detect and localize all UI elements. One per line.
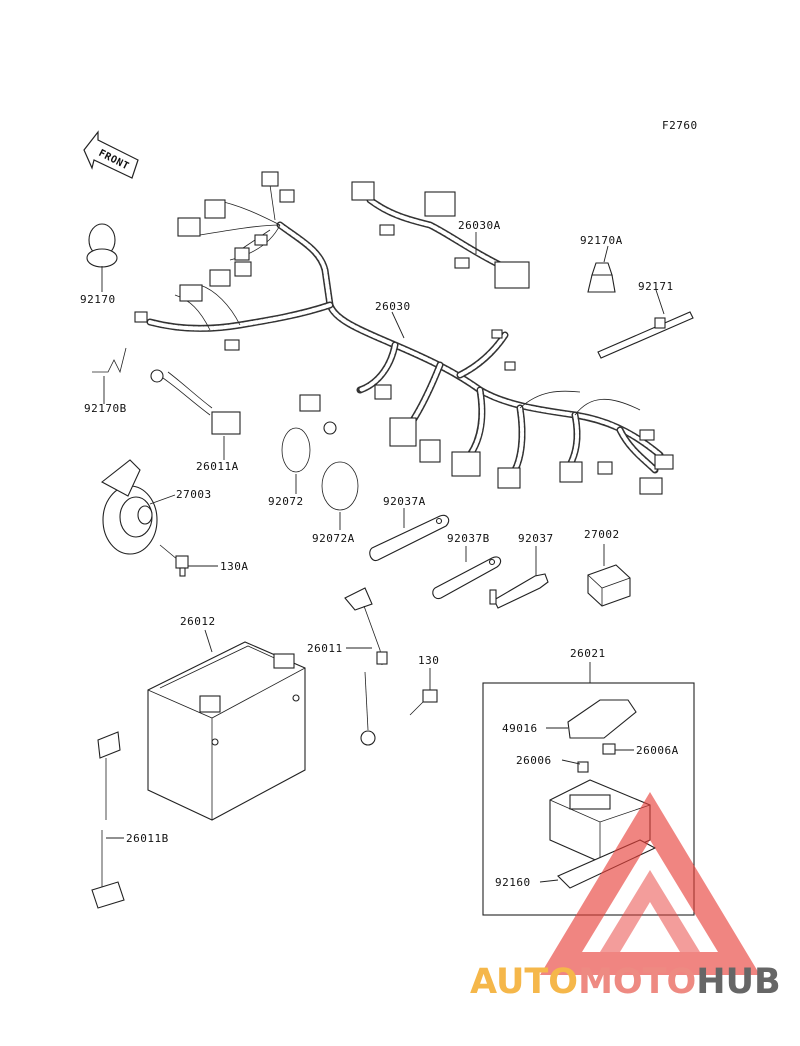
watermark-part-hub: HUB [696, 962, 780, 1002]
label-92037A: 92037A [383, 495, 426, 508]
fuse-26006A [602, 743, 616, 755]
main-harness-26030 [134, 171, 674, 495]
label-92037: 92037 [518, 532, 554, 545]
label-92072A: 92072A [312, 532, 355, 545]
horn-27003 [101, 459, 179, 561]
label-92170A: 92170A [580, 234, 623, 247]
figure-code: F2760 [662, 119, 698, 132]
label-26006: 26006 [516, 754, 552, 767]
label-130A: 130A [220, 560, 249, 573]
label-92160: 92160 [495, 876, 531, 889]
label-26006A: 26006A [636, 744, 679, 757]
relay-27002 [587, 564, 631, 607]
clamp-92170A [587, 262, 616, 293]
band-92072A [321, 461, 359, 511]
watermark-logo [540, 792, 760, 975]
bolt-130A [175, 555, 189, 577]
part-labels: 26030A 92170A 92170 92171 26030 92170B 2… [80, 219, 679, 889]
label-26030A: 26030A [458, 219, 501, 232]
watermark-text: AUTOMOTOHUB [470, 962, 781, 1002]
label-92072: 92072 [268, 495, 304, 508]
front-arrow-icon: FRONT [83, 130, 139, 179]
lead-26011 [344, 587, 388, 746]
label-27003: 27003 [176, 488, 212, 501]
cover-49016 [567, 699, 637, 739]
label-26021: 26021 [570, 647, 606, 660]
lead-26011B [91, 731, 125, 909]
label-26011B: 26011B [126, 832, 169, 845]
label-26030: 26030 [375, 300, 411, 313]
bolt-130 [409, 689, 438, 716]
label-92037B: 92037B [447, 532, 490, 545]
label-26011: 26011 [307, 642, 343, 655]
label-27002: 27002 [584, 528, 620, 541]
clamp-92170 [86, 223, 118, 268]
label-92171: 92171 [638, 280, 674, 293]
label-92170: 92170 [80, 293, 116, 306]
watermark-part-moto: MOTO [578, 962, 696, 1002]
label-26012: 26012 [180, 615, 216, 628]
cable-tie-92171 [597, 311, 694, 359]
label-130: 130 [418, 654, 439, 667]
battery-26012 [147, 641, 306, 821]
watermark-part-auto: AUTO [470, 962, 578, 1002]
label-49016: 49016 [502, 722, 538, 735]
bracket-92037 [489, 573, 549, 609]
fuse-26006 [577, 761, 589, 773]
watermark-triangle-icon [540, 792, 760, 975]
bracket-92037B [432, 556, 502, 600]
lead-26011A [150, 369, 241, 435]
leader-lines [101, 232, 665, 883]
bracket-92037A [369, 514, 450, 562]
clamp-92170B [92, 347, 127, 374]
label-92170B: 92170B [84, 402, 127, 415]
band-92072 [281, 427, 311, 473]
sub-harness-26030A [351, 181, 530, 289]
label-26011A: 26011A [196, 460, 239, 473]
